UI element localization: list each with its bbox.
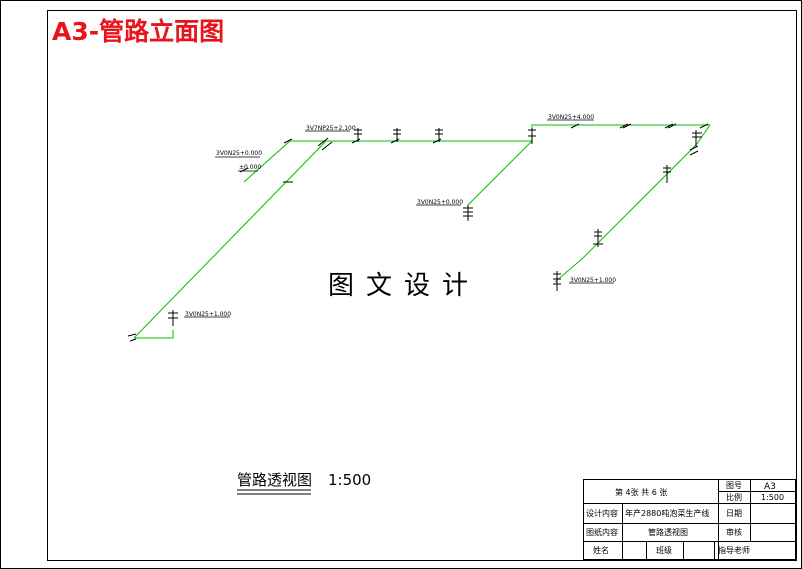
- review-label: 审核: [726, 527, 742, 537]
- pipe-middle-branch: [467, 140, 533, 206]
- name-label: 姓名: [593, 545, 609, 555]
- inner-border: [47, 10, 797, 561]
- advisor-label: 指导老师: [718, 545, 750, 555]
- valve-symbol: [528, 128, 536, 144]
- valve-symbol: [663, 165, 671, 183]
- valve-symbol: [463, 205, 473, 221]
- title-block-text: 第 4张 共 6 张 图号 A3 比例 1:500 设计内容 年产2880吨泡菜…: [586, 481, 784, 555]
- class-label: 班级: [656, 545, 672, 555]
- valve-symbol: [432, 128, 443, 144]
- fittings: [127, 123, 709, 342]
- pipe-long-diagonal: [133, 140, 327, 339]
- pipe-label-group: 3V0N25+0.000 ±0.000 3V7NP25+2.100 3V0N25…: [184, 114, 616, 318]
- valve-symbol: [351, 128, 362, 144]
- fitting-symbol: [317, 137, 333, 151]
- drawing-caption-title: 管路透视图: [237, 471, 312, 489]
- drawing-caption-scale: 1:500: [328, 471, 371, 489]
- pipe-label: 3V0N25+1.000: [185, 311, 231, 318]
- date-label: 日期: [726, 509, 742, 518]
- title-block: [583, 479, 796, 560]
- pipe-label: 3V0N25+1.000: [570, 277, 616, 284]
- drawing-no-label: 图号: [726, 481, 742, 490]
- elevation-label: ±0.000: [239, 164, 261, 171]
- pipe-left-branch: [243, 140, 291, 183]
- valve-symbol: [390, 128, 401, 144]
- pipe-label: 3V0N25+4.000: [548, 114, 594, 121]
- fitting-symbol: [127, 333, 137, 342]
- valve-symbol: [689, 130, 702, 156]
- scale-label: 比例: [726, 492, 742, 502]
- scale-value: 1:500: [761, 493, 784, 502]
- design-content-label: 设计内容: [586, 508, 618, 518]
- pipe-bottom-segment: [134, 330, 174, 339]
- pipe-label: 3V0N25+0.000: [216, 150, 262, 157]
- drawing-no: A3: [764, 482, 776, 492]
- drawing-content: 管路透视图: [648, 527, 688, 537]
- fitting-symbol: [570, 123, 709, 129]
- sheet-title: A3-管路立面图: [52, 17, 224, 46]
- design-content: 年产2880吨泡菜生产线: [625, 508, 709, 518]
- valve-symbol: [553, 271, 561, 291]
- pipe-label: 3V7NP25+2.100: [306, 125, 356, 132]
- sheet-number: 第 4张 共 6 张: [615, 487, 667, 497]
- pipe-label: 3V0N25+0.000: [417, 199, 463, 206]
- drawing-content-label: 图纸内容: [586, 527, 618, 537]
- valve-symbol: [593, 229, 603, 247]
- valve-symbol: [168, 310, 178, 326]
- pipe-right-diagonal: [554, 124, 711, 283]
- watermark-text: 图文设计: [328, 271, 480, 301]
- pipe-network: [133, 124, 711, 339]
- fitting-symbol: [283, 138, 293, 144]
